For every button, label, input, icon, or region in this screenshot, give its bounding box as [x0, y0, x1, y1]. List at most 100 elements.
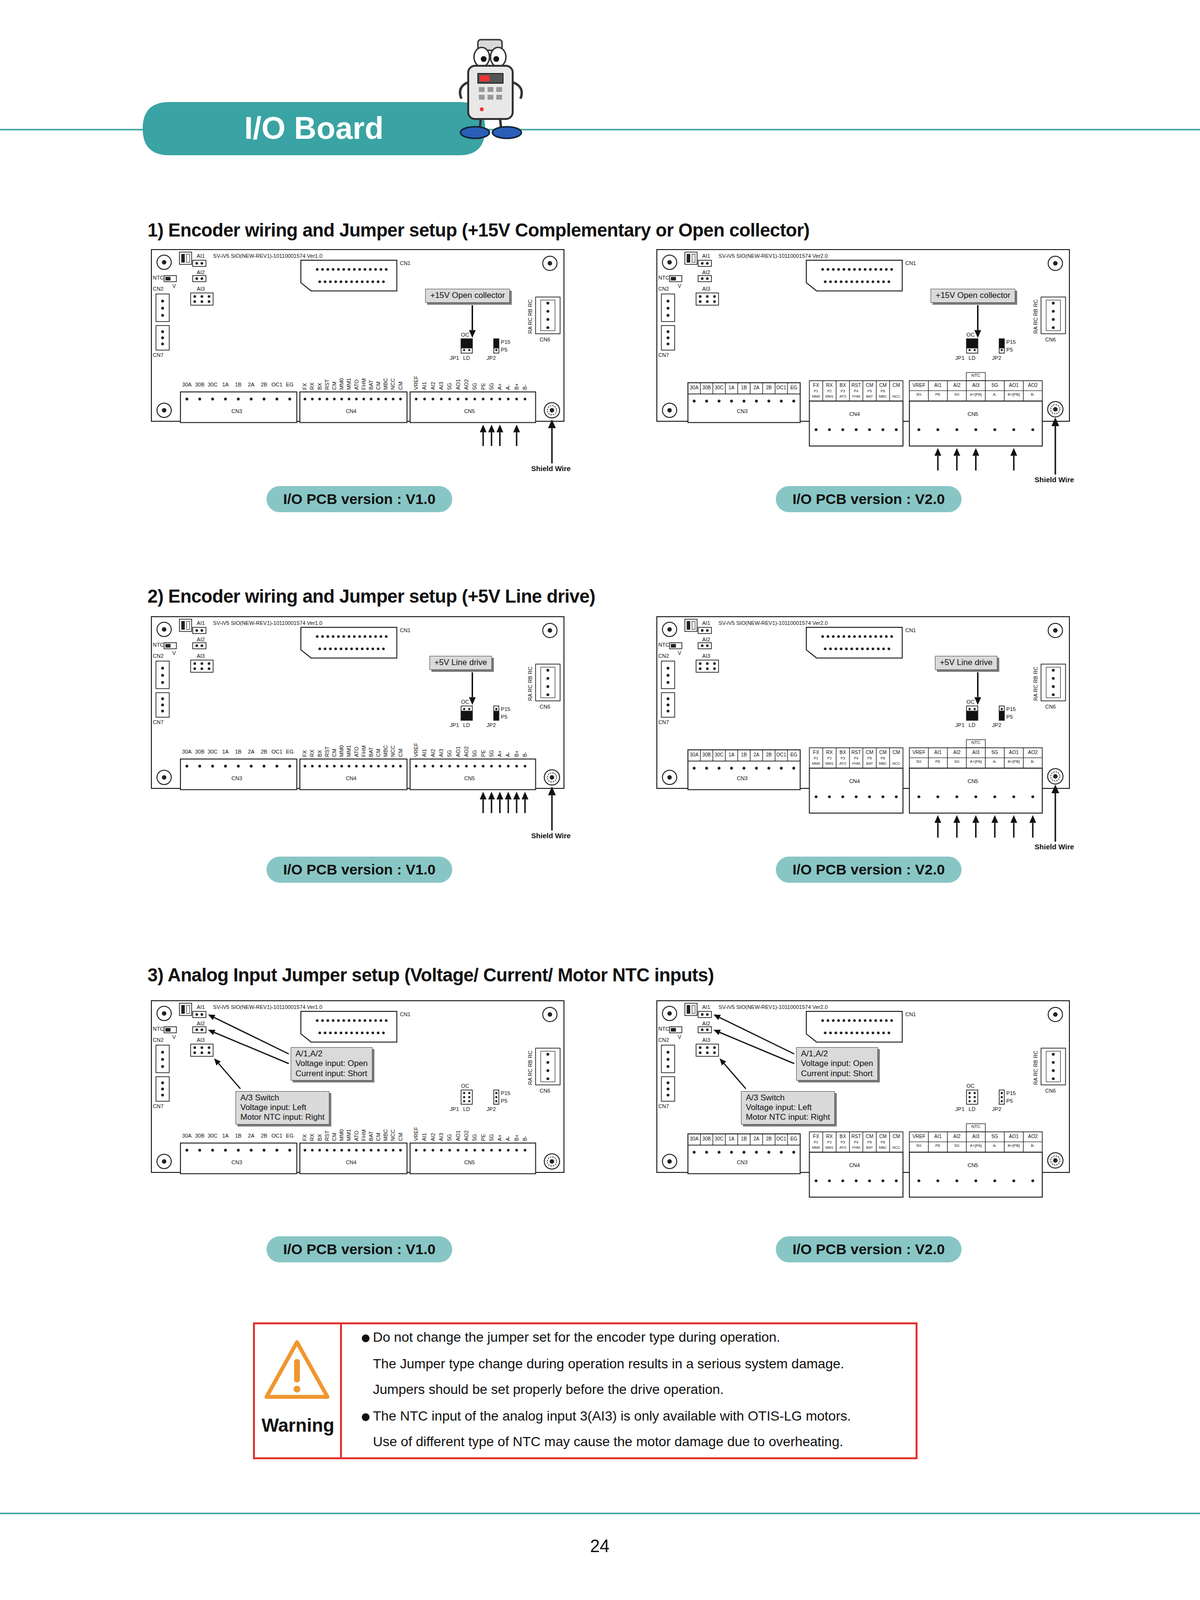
d-sub-connector: [300, 260, 397, 291]
arrow-head: [548, 419, 556, 429]
pin-dot: [712, 300, 716, 303]
pin-dot: [755, 399, 758, 403]
pin-label: AI2: [196, 1020, 206, 1027]
cell-line: [822, 380, 823, 401]
pin-dot: [879, 1019, 883, 1022]
pin-dot: [237, 1148, 240, 1152]
d-sub-connector: [806, 1011, 903, 1042]
pin-label: AI1: [421, 1133, 428, 1142]
pin-dot: [936, 795, 940, 799]
pin-dot: [729, 399, 733, 403]
pin-dot: [814, 795, 818, 799]
board-part: [155, 294, 169, 322]
pin-dot: [1031, 1179, 1035, 1183]
pin-dot: [698, 1051, 702, 1054]
pin-dot: [275, 764, 279, 768]
pin-label: CN3: [737, 408, 748, 415]
pin-dot: [498, 397, 502, 400]
pin-dot: [876, 647, 880, 651]
pin-label: CN7: [152, 1103, 164, 1110]
pin-dot: [211, 764, 215, 768]
arrow-head: [713, 1029, 721, 1036]
pin-dot: [506, 764, 510, 768]
pin-label: NTC: [658, 641, 670, 648]
pin-label: CM: [375, 381, 382, 390]
pin-dot: [829, 280, 832, 283]
pin-dot: [237, 764, 240, 768]
pin-dot: [826, 1019, 830, 1022]
circuit-board: SV-iV5 SIO(NEW-REV1)-10110001574 Ver2.0A…: [656, 1000, 1070, 1173]
pin-label: 1B: [740, 1136, 747, 1142]
pin-dot: [706, 1051, 709, 1054]
pin-label: CM: [865, 1133, 874, 1140]
pin-label: ATO: [839, 394, 847, 399]
cell-line: [725, 1133, 726, 1145]
pin-label: NTC: [152, 641, 164, 648]
pin-label: CM: [397, 1132, 404, 1141]
pin-label: 30C: [714, 752, 724, 758]
pin-dot: [863, 1019, 867, 1022]
callout-text: Current input: Short: [295, 1068, 368, 1079]
pin-dot: [465, 764, 468, 768]
pin-label: CN2: [152, 652, 164, 659]
pin-dot: [161, 342, 164, 346]
board-part: [190, 293, 213, 306]
pin-dot: [303, 397, 307, 400]
pin-dot: [882, 647, 885, 651]
cell-line: [835, 1131, 837, 1153]
pin-dot: [360, 280, 364, 283]
pin-dot: [706, 1013, 709, 1016]
pin-dot: [334, 647, 337, 651]
arrow-head: [1010, 447, 1018, 456]
pin-label: CM: [879, 1133, 888, 1140]
pin-label: AI3: [196, 1037, 206, 1043]
pin-dot: [666, 673, 670, 677]
pin-dot: [333, 1148, 336, 1152]
pin-dot: [742, 766, 746, 770]
pin-dot: [831, 1019, 835, 1022]
pin-label: MBC: [382, 378, 389, 390]
pin-label: A-: [504, 751, 511, 757]
pin-dot: [1031, 428, 1035, 431]
pin-label: 30C: [207, 381, 218, 388]
pin-dot: [275, 397, 279, 401]
callout-box: +5V Line drive: [429, 655, 492, 670]
pin-dot: [712, 295, 716, 298]
pin-label: P2: [827, 389, 832, 394]
pin-dot: [331, 267, 335, 271]
pin-dot: [350, 280, 353, 283]
pin-label: 30A: [182, 381, 193, 388]
pin-label: AI2: [702, 636, 711, 643]
pin-label: CN1: [400, 1011, 411, 1018]
pin-dot: [973, 1096, 977, 1099]
cell-line: [774, 749, 776, 761]
pin-dot: [353, 635, 356, 638]
pin-dot: [448, 397, 451, 400]
pin-dot: [321, 1019, 324, 1022]
cell-line: [862, 1131, 863, 1153]
pin-label: LD: [463, 355, 471, 361]
pin-dot: [376, 1031, 380, 1035]
pin-dot: [968, 1096, 971, 1099]
board-part: [179, 251, 192, 265]
pin-dot: [546, 1061, 550, 1065]
pin-label: A+: [496, 383, 503, 390]
pin-dot: [844, 1031, 848, 1035]
pin-label: V: [172, 1034, 176, 1040]
board-id: SV-iV5 SIO(NEW-REV1)-10110001574 Ver1.0: [213, 252, 323, 260]
pin-dot: [814, 428, 818, 431]
pin-label: BAT: [866, 761, 874, 766]
board-id: SV-iV5 SIO(NEW-REV1)-10110001574 Ver1.0: [213, 1004, 323, 1011]
pin-label: 30B: [194, 381, 205, 388]
callout-text: A/3 Switch: [240, 1093, 325, 1103]
pin-dot: [369, 397, 372, 400]
pin-dot: [162, 260, 167, 265]
pin-dot: [366, 647, 369, 651]
pin-dot: [369, 1148, 372, 1152]
board-part: [809, 400, 903, 446]
mount-hole: [1048, 623, 1063, 638]
pin-label: 1B: [740, 752, 747, 758]
mascot-pupil: [493, 56, 500, 62]
board-part: [192, 275, 206, 282]
pin-label: RX: [309, 382, 315, 390]
